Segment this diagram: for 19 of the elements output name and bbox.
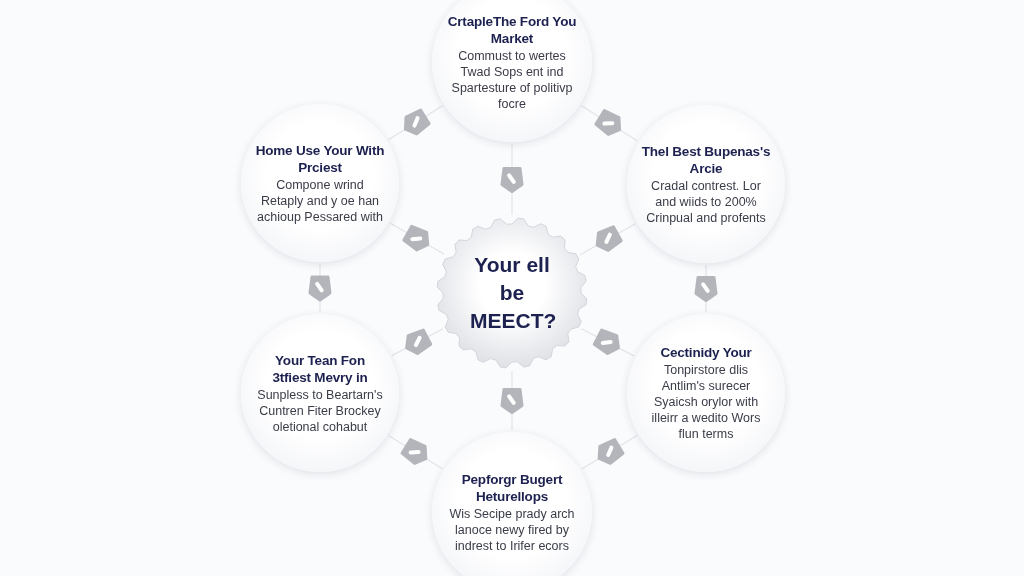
connector-line [387,105,444,141]
topic-description: Cradal contrest. Lor and wiids to 200% Crinpual and profents [645,177,767,226]
topic-description: Tonpirstore dlis Antlim's surecer Syaicsh orylor with illeirr a wedito Wors flun terms [650,362,762,442]
topic-heading: Pepforgr Bugert Heturellops [460,470,564,505]
connector-line [580,105,638,142]
center-question: Your ell be MEECT? [470,252,554,334]
connector-line [581,434,638,470]
topic-description: Compone wrind Retaply and y oe han achioup Pessared with [256,176,384,225]
connector-line [389,222,445,255]
topic-heading: CrtapleThe Ford You Market [446,12,578,47]
topic-description: Commust to wertes Twad Sops ent ind Spartesture of politivp focre [450,47,574,112]
topic-heading: Cectinidy Your [660,344,752,361]
topic-description: Wis Secipe prady arch lanoce newy fired by indrest to Irifer ecors [448,505,576,554]
topic-heading: Your Tean Fon 3tfiest Mevry in [271,351,369,386]
topic-heading: Thel Best Bupenas's Arcie [641,142,771,177]
topic-description: Sunpless to Beartarn's Cuntren Fiter Brockey oletional cohabut [256,386,384,435]
gear-shape [436,217,588,369]
topic-heading: Home Use Your With Prciest [255,141,385,176]
connector-line [388,435,443,470]
